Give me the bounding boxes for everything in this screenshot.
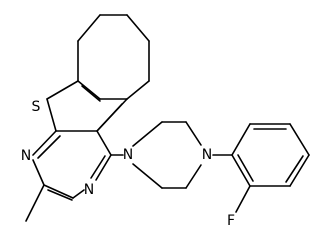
pyrimidine-nitrogen-left: N (21, 148, 31, 164)
molecule-diagram: S N N N N F (21, 14, 310, 229)
cyclohexane-ring (77, 14, 150, 100)
piperazine-ring (132, 121, 202, 189)
thiophene-ring (46, 80, 128, 132)
piperazine-nitrogen-left: N (123, 147, 133, 163)
pyrimidine-ring (32, 130, 112, 201)
methyl-bond (25, 184, 45, 222)
fluorine-bond (235, 185, 251, 213)
fluorophenyl-ring (231, 123, 310, 187)
pyrimidine-nitrogen-right: N (84, 182, 94, 198)
fluorine-atom: F (227, 213, 235, 229)
sulfur-atom: S (32, 99, 41, 115)
piperazine-nitrogen-right: N (202, 147, 212, 163)
